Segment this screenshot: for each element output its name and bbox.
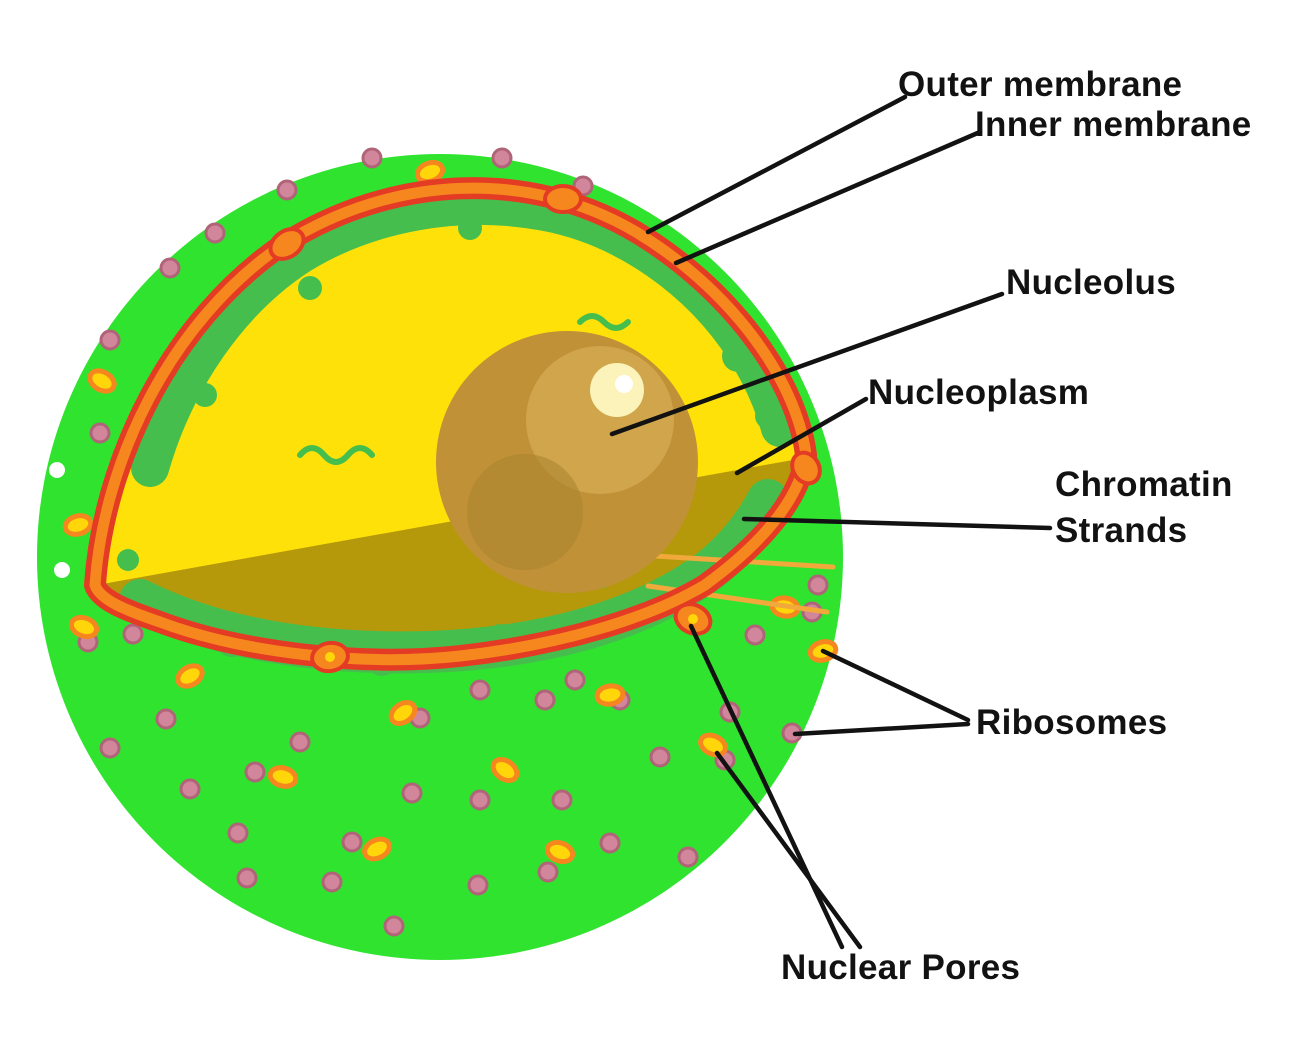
ribosomes-label: Ribosomes <box>976 703 1168 742</box>
ribosome-dots-white <box>49 462 70 578</box>
chromatin-strands-label: Chromatin Strands <box>1055 462 1233 553</box>
leader-line-nucleoplasm <box>734 396 869 476</box>
outer-membrane-label: Outer membrane <box>898 65 1183 104</box>
leader-line-ribosomes-2 <box>792 721 971 737</box>
nucleolus-highlight <box>590 363 644 417</box>
chromatin-strands-label-line2: Strands <box>1055 510 1188 550</box>
leader-line-nucleolus <box>609 291 1005 437</box>
leader-line-outer-membrane <box>645 94 908 235</box>
chromatin-strands-label-line1: Chromatin <box>1055 465 1233 504</box>
ribosome-dots-pink <box>77 147 829 937</box>
nucleolus-label: Nucleolus <box>1006 263 1176 302</box>
ribosome-dots-yellow <box>62 159 839 865</box>
leader-line-chromatin <box>741 516 1053 531</box>
leader-line-ribosomes-1 <box>820 648 971 723</box>
leader-line-nuclear-pores-2 <box>714 750 863 950</box>
nuclear-pores <box>268 184 822 674</box>
leader-lines <box>609 94 1053 950</box>
inner-membrane-label: Inner membrane <box>975 105 1252 144</box>
nuclear-pores-label: Nuclear Pores <box>781 948 1021 987</box>
nucleoplasm-label: Nucleoplasm <box>868 373 1090 412</box>
leader-line-inner-membrane <box>673 129 983 266</box>
nucleolus-body <box>436 331 698 593</box>
leader-line-nuclear-pores-1 <box>688 623 845 950</box>
